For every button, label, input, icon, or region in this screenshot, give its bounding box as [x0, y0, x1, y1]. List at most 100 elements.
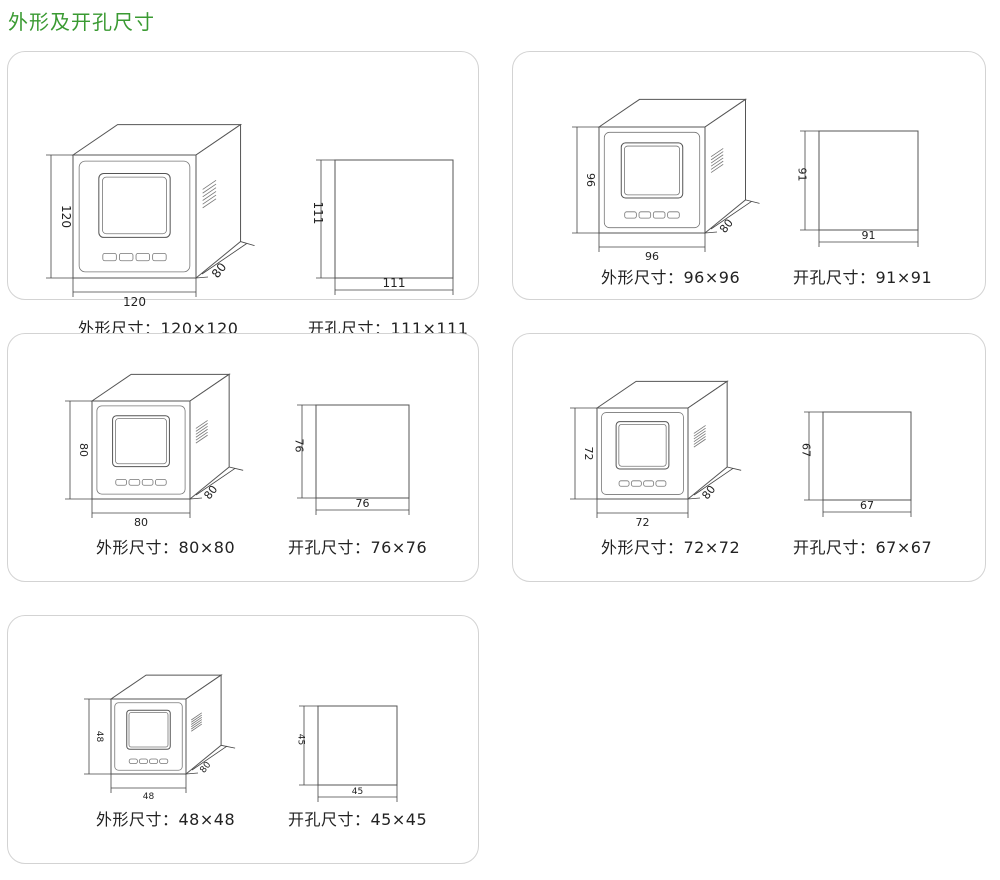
device-inner-frame: [601, 412, 684, 495]
device-front-bezel: [598, 126, 706, 234]
height-label: 80: [77, 443, 90, 457]
terminal-stripe: [710, 160, 724, 170]
front-key: [141, 478, 154, 486]
depth-extension-line: [727, 466, 742, 471]
outline-size-caption: 外形尺寸：96×96: [601, 268, 741, 287]
front-key: [115, 478, 127, 486]
front-key: [667, 211, 680, 219]
width-label: 96: [645, 250, 659, 263]
front-key: [652, 211, 666, 219]
display-screen-inner: [618, 423, 667, 467]
display-screen-inner: [128, 712, 169, 748]
depth-dimension-line: [191, 745, 228, 771]
terminal-stripe: [195, 434, 208, 444]
front-key: [630, 480, 642, 487]
device-front-bezel: [72, 154, 197, 279]
terminal-stripe: [693, 436, 706, 445]
cutout-width-label: 67: [860, 499, 874, 512]
outline-size-caption: 外形尺寸：72×72: [601, 538, 741, 557]
width-label: 48: [143, 792, 155, 802]
depth-extension-line: [704, 231, 718, 234]
depth-extension-line: [189, 497, 203, 500]
cutout-size-caption: 开孔尺寸：67×67: [793, 538, 933, 557]
height-label: 120: [59, 205, 73, 228]
terminal-stripe: [191, 719, 203, 728]
terminal-stripe: [202, 191, 217, 201]
front-key: [152, 252, 167, 262]
terminal-stripe: [710, 151, 724, 161]
terminal-stripe: [195, 423, 208, 432]
display-screen: [615, 421, 670, 470]
outline-size-caption: 外形尺寸：80×80: [96, 538, 236, 557]
terminal-stripe: [191, 716, 203, 725]
terminal-stripe: [693, 438, 706, 448]
terminal-stripe: [710, 154, 724, 164]
cutout-width-label: 45: [352, 787, 363, 797]
cutout-height-label: 67: [800, 443, 813, 457]
cutout-width-label: 76: [356, 497, 370, 510]
depth-extension-line: [195, 276, 209, 279]
display-screen: [126, 709, 171, 750]
terminal-stripe: [202, 187, 217, 198]
front-key: [655, 480, 667, 487]
terminal-stripe: [693, 425, 706, 434]
terminal-stripe: [195, 425, 208, 435]
cutout-square: [334, 159, 454, 279]
cutout-square: [317, 705, 398, 786]
cutout-square: [818, 130, 919, 231]
depth-dimension-line: [693, 467, 734, 496]
front-key: [618, 480, 630, 487]
display-screen-inner: [102, 176, 167, 235]
terminal-stripe: [191, 712, 203, 721]
cutout-height-label: 76: [293, 439, 306, 453]
front-key: [624, 211, 637, 219]
device-front-bezel: [596, 407, 689, 500]
front-key: [159, 758, 169, 764]
terminal-stripe: [191, 721, 203, 730]
panel-cutout-drawing: 76 76: [293, 404, 410, 515]
cutout-height-label: 111: [311, 202, 325, 225]
cutout-square: [315, 404, 410, 499]
terminal-stripe: [710, 157, 724, 167]
width-label: 80: [134, 516, 148, 529]
front-key: [638, 211, 652, 219]
depth-dimension-line: [710, 201, 752, 230]
front-key: [138, 758, 148, 764]
display-screen: [620, 142, 684, 199]
cutout-size-caption: 开孔尺寸：45×45: [288, 810, 428, 829]
terminal-stripe: [195, 428, 208, 438]
terminal-stripe: [693, 433, 706, 443]
cutout-size-caption: 开孔尺寸：76×76: [288, 538, 428, 557]
terminal-stripe: [202, 180, 217, 190]
display-screen-inner: [115, 418, 167, 465]
display-screen: [98, 172, 171, 238]
front-key: [128, 758, 138, 764]
front-key: [643, 480, 655, 487]
depth-dimension-line: [201, 243, 247, 275]
terminal-stripe: [191, 714, 203, 723]
height-label: 72: [582, 447, 595, 461]
device-front-bezel: [91, 400, 191, 500]
front-key: [128, 478, 141, 486]
terminal-stripe: [202, 198, 217, 209]
cutout-height-label: 45: [295, 734, 305, 745]
terminal-stripe: [710, 148, 724, 158]
depth-extension-line: [687, 497, 701, 500]
front-key: [149, 758, 159, 764]
terminal-stripe: [195, 420, 208, 429]
cutout-square: [822, 411, 912, 501]
front-key: [135, 252, 150, 262]
depth-extension-line: [185, 772, 199, 775]
height-label: 48: [94, 731, 104, 743]
terminal-stripe: [693, 427, 706, 437]
